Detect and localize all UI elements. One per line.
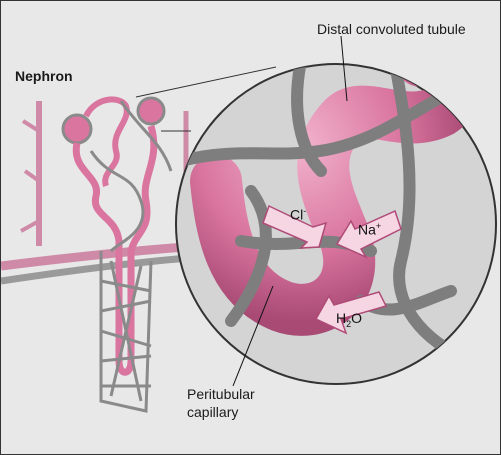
sodium-ion-label: Na+ <box>358 221 381 238</box>
chloride-ion-label: Cl- <box>290 206 306 223</box>
glomerulus-icon <box>63 115 91 143</box>
water-label: H2O <box>336 310 362 329</box>
peritubular-label-line2: capillary <box>187 404 238 420</box>
distal-tubule-label: Distal convoluted tubule <box>317 21 466 37</box>
peritubular-label-line1: Peritubular <box>187 386 255 402</box>
nephron-label: Nephron <box>15 68 73 84</box>
glomerulus-icon <box>138 98 164 124</box>
